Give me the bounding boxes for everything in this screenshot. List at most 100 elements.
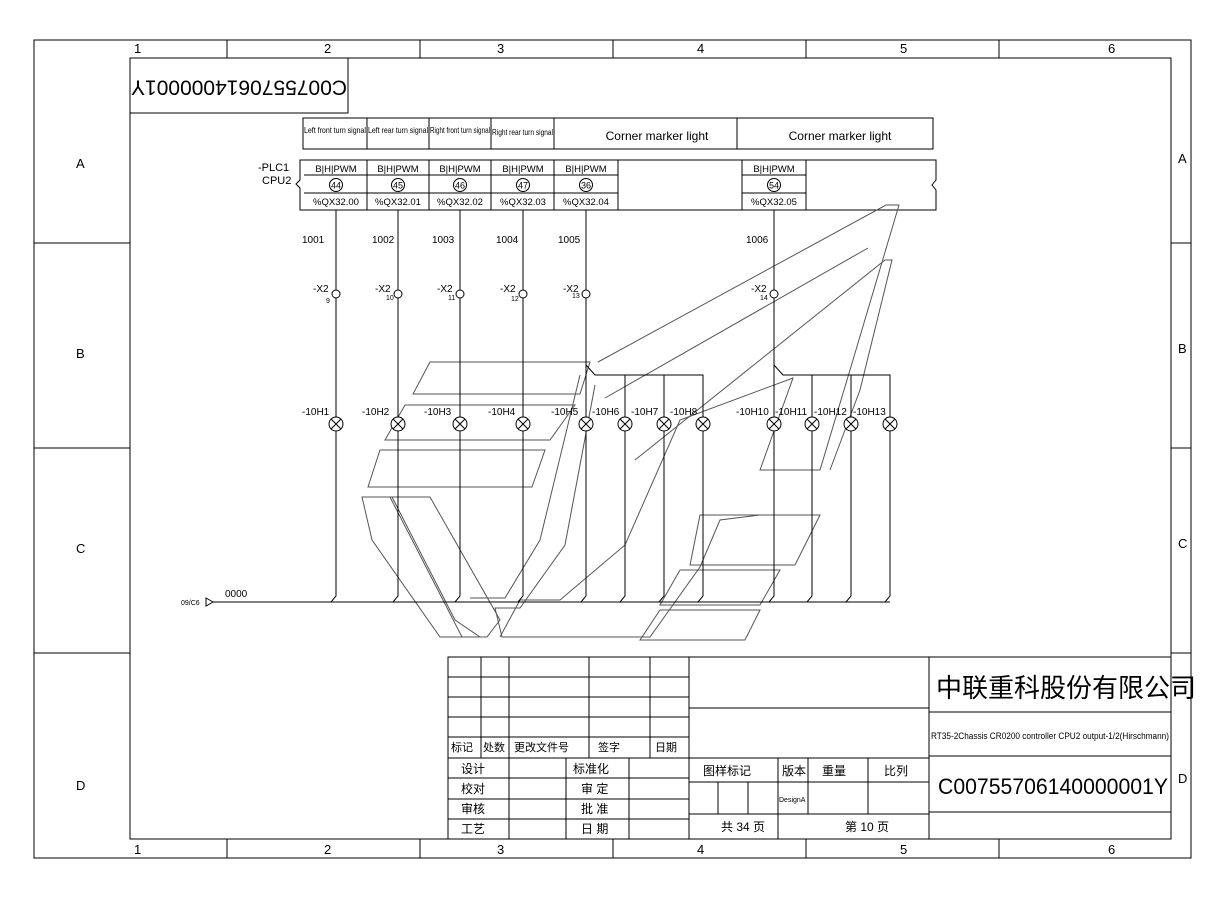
channel-pin: 44 <box>331 181 341 191</box>
col-number: 3 <box>497 41 504 56</box>
meta-header: 版本 <box>782 764 806 778</box>
terminal-number: 14 <box>760 295 768 302</box>
channel-pin: 54 <box>769 181 779 191</box>
channel-type: B|H|PWM <box>439 164 480 175</box>
terminal-number: 12 <box>511 296 519 303</box>
terminal: -X2 9 <box>313 284 341 305</box>
lamp: -10H1 <box>302 407 344 432</box>
row-letter: B <box>1178 341 1187 356</box>
row-letter: C <box>76 541 85 556</box>
terminal-number: 11 <box>448 295 455 302</box>
approval-label: 日 期 <box>581 822 608 836</box>
col-number: 2 <box>324 842 331 857</box>
lamp: -10H11 <box>775 407 820 432</box>
terminal-label: -X2 <box>375 284 391 295</box>
page-number: 第 10 页 <box>845 820 889 834</box>
channel-pin: 47 <box>518 181 528 191</box>
drawing-stamp: C0075570614000001Y <box>129 57 349 114</box>
col-number: 5 <box>900 41 907 56</box>
wire-number: 1006 <box>746 235 769 246</box>
terminals: -X2 9 -X2 10 -X2 11 -X2 12 -X2 13 -X2 14 <box>313 284 779 305</box>
col-number: 1 <box>134 842 141 857</box>
col-number: 5 <box>900 842 907 857</box>
plc-cpu: CPU2 <box>262 175 291 187</box>
terminal-number: 10 <box>386 295 394 302</box>
lamp: -10H13 <box>853 407 898 432</box>
row-letter: D <box>76 778 85 793</box>
lamp: -10H2 <box>362 407 406 432</box>
meta-header: 比列 <box>884 764 908 778</box>
row-letter: D <box>1178 771 1187 786</box>
lamp-label: -10H2 <box>362 407 390 418</box>
terminal: -X2 10 <box>375 284 403 302</box>
terminal-number: 9 <box>326 298 330 305</box>
channel-address: %QX32.04 <box>563 197 609 208</box>
wire-number: 1003 <box>432 235 455 246</box>
channel-pin: 46 <box>455 181 465 191</box>
rev-header: 标记 <box>451 740 473 754</box>
terminal-number: 13 <box>572 293 580 300</box>
lamp-label: -10H13 <box>853 407 886 418</box>
col-number: 3 <box>497 842 504 857</box>
channel-address: %QX32.01 <box>375 197 421 208</box>
stamp-text: C0075570614000001Y <box>131 75 347 98</box>
lamp: -10H6 <box>592 407 633 432</box>
plc-block: -PLC1 CPU2 <box>258 159 937 211</box>
channel-type: B|H|PWM <box>753 164 794 175</box>
approval-label: 批 准 <box>581 801 608 816</box>
function-header <box>302 117 934 150</box>
wiring <box>205 210 891 607</box>
col-number: 2 <box>324 41 331 56</box>
channel-type: B|H|PWM <box>565 164 606 175</box>
col-number: 6 <box>1108 41 1115 56</box>
lamp-label: -10H4 <box>488 407 516 418</box>
lamp-label: -10H5 <box>551 407 579 418</box>
rev-header: 更改文件号 <box>514 740 569 754</box>
rev-header: 日期 <box>655 741 677 754</box>
drawing-description: RT35-2Chassis CR0200 controller CPU2 out… <box>931 731 1169 741</box>
ground-wire-number: 0000 <box>225 589 248 600</box>
lamp: -10H7 <box>631 407 672 432</box>
lamp-label: -10H10 <box>736 407 769 418</box>
title-block <box>447 656 1172 840</box>
channel-type: B|H|PWM <box>377 164 418 175</box>
approval-label: 校对 <box>461 781 485 796</box>
wire-number: 1002 <box>372 235 395 246</box>
column-numbers: 1 2 3 4 5 6 1 2 3 4 5 6 <box>134 41 1115 857</box>
channel-address: %QX32.02 <box>437 197 483 208</box>
row-letter: A <box>1178 151 1187 166</box>
function-labels: Left front turn signal Left rear turn si… <box>304 125 892 143</box>
wire-numbers: 1001 1002 1003 1004 1005 1006 <box>302 235 769 246</box>
channel-address: %QX32.05 <box>751 197 797 208</box>
col-number: 4 <box>697 41 704 56</box>
lamp-label: -10H12 <box>814 407 847 418</box>
lamps: -10H1 -10H2 -10H3 -10H4 -10H5 -10H6 -10H… <box>302 407 898 432</box>
approval-label: 工艺 <box>461 822 485 836</box>
lamp-label: -10H6 <box>592 407 620 418</box>
row-letter: C <box>1178 536 1187 551</box>
row-letters: A B C D A B C D <box>76 151 1187 793</box>
plc-channels: B|H|PWM 44 %QX32.00 B|H|PWM 45 %QX32.01 … <box>313 164 797 208</box>
company-name: 中联重科股份有限公司 <box>936 673 1196 703</box>
terminal-label: -X2 <box>563 284 579 295</box>
channel-pin: 45 <box>393 181 403 191</box>
function-label: Corner marker light <box>606 129 709 143</box>
lamp: -10H5 <box>551 407 594 432</box>
terminal: -X2 11 <box>437 284 465 302</box>
lamp-label: -10H8 <box>670 407 698 418</box>
approval-label: 标准化 <box>573 762 609 776</box>
col-number: 1 <box>134 41 141 56</box>
lamp-label: -10H1 <box>302 407 330 418</box>
channel-type: B|H|PWM <box>315 164 356 175</box>
row-letter: B <box>76 346 85 361</box>
terminal: -X2 13 <box>563 284 591 300</box>
approval-label: 审 定 <box>581 781 608 796</box>
function-label: Left front turn signal <box>304 125 366 135</box>
terminal-label: -X2 <box>437 284 453 295</box>
terminal: -X2 14 <box>751 284 779 302</box>
lamp-label: -10H3 <box>424 407 452 418</box>
channel-address: %QX32.00 <box>313 197 359 208</box>
col-number: 6 <box>1108 842 1115 857</box>
drawing-number: C00755706140000001Y <box>938 774 1168 799</box>
